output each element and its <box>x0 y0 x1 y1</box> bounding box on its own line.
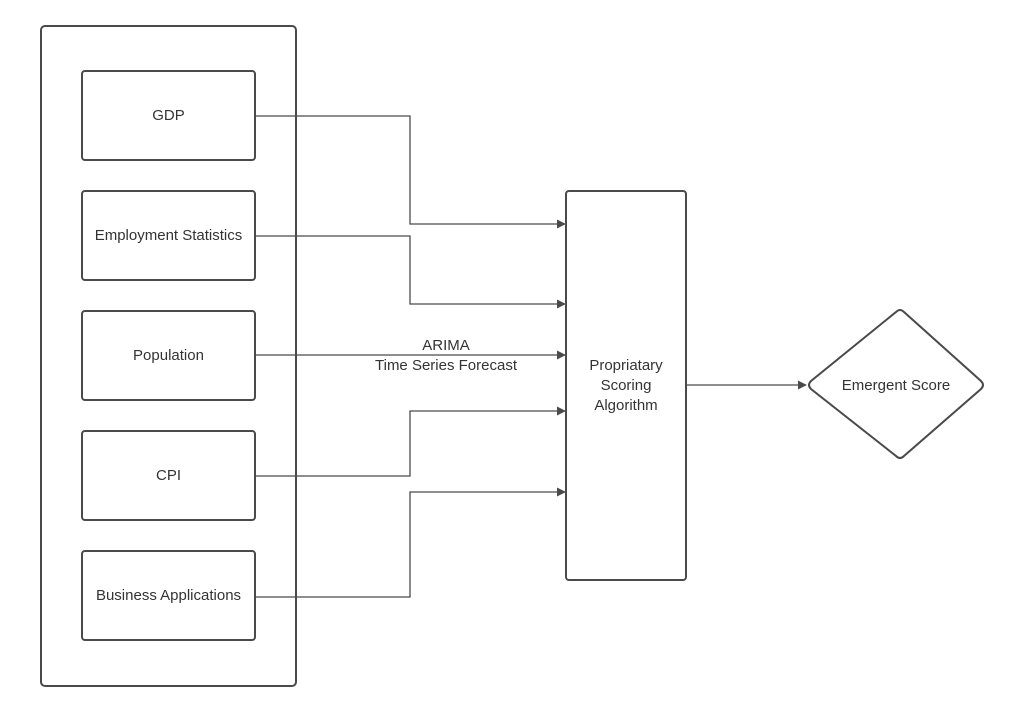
input-label-business-applications: Business Applications <box>96 587 241 604</box>
input-node-employment-statistics: Employment Statistics <box>81 190 256 281</box>
algorithm-node: Propriatary Scoring Algorithm <box>565 190 687 581</box>
output-diamond <box>808 309 984 459</box>
edge-label-arima: ARIMA Time Series Forecast <box>375 337 518 374</box>
input-node-gdp: GDP <box>81 70 256 161</box>
algorithm-label-line-1: Propriatary <box>589 357 663 374</box>
output-label: Emergent Score <box>842 377 950 394</box>
input-label-gdp: GDP <box>152 107 185 124</box>
edge-label-line-1: ARIMA <box>422 337 470 354</box>
connector-gdp-to-algorithm <box>255 115 566 229</box>
input-box-business-applications <box>81 550 256 641</box>
input-node-cpi: CPI <box>81 430 256 521</box>
connector-cpi-to-algorithm <box>255 406 566 477</box>
input-node-population: Population <box>81 310 256 401</box>
algorithm-label-line-3: Algorithm <box>594 397 657 414</box>
input-label-employment-statistics: Employment Statistics <box>95 227 243 244</box>
input-node-business-applications: Business Applications <box>81 550 256 641</box>
connector-business-applications-to-algorithm <box>255 487 566 598</box>
algorithm-label-line-2: Scoring <box>601 377 652 394</box>
edge-label-line-2: Time Series Forecast <box>375 357 518 374</box>
input-label-population: Population <box>133 347 204 364</box>
input-label-cpi: CPI <box>156 467 181 484</box>
connector-employment-to-algorithm <box>255 235 566 309</box>
output-node: Emergent Score <box>808 309 984 459</box>
